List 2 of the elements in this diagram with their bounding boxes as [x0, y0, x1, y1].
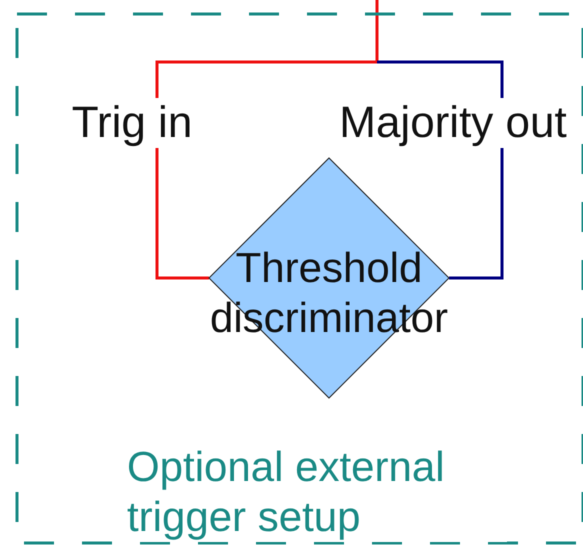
edge-label: Trig in: [72, 98, 192, 148]
connector-line: [156, 0, 378, 280]
